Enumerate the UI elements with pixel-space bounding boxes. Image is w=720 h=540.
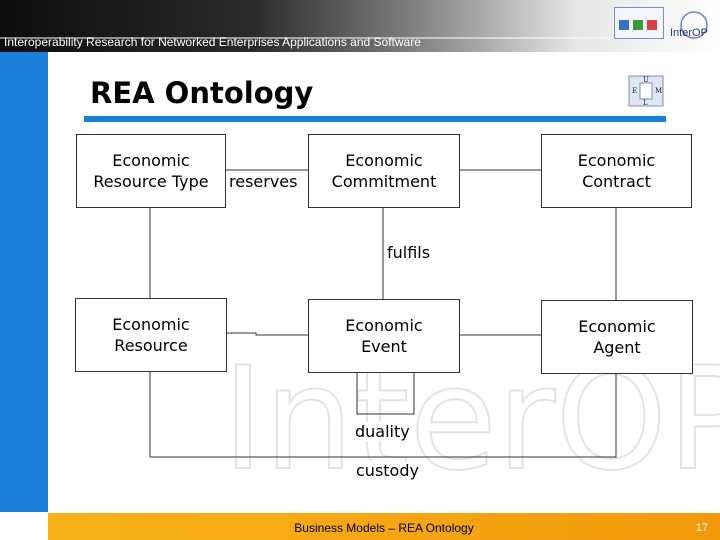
uml-letter-bottom: L [643, 99, 648, 107]
edge-resource-event-line [226, 332, 308, 336]
page-number: 17 [695, 522, 708, 534]
edge-label-duality: duality [354, 422, 411, 441]
footer-title: Business Models – REA Ontology [294, 521, 474, 535]
edge-duality-line [356, 371, 415, 415]
node-economic-agent: Economic Agent [541, 300, 693, 374]
uml-letter-left: E [632, 87, 637, 95]
node-economic-resource: Economic Resource [75, 298, 227, 372]
edge-custody-line [149, 371, 617, 458]
interop-logo-icon: InterOP [670, 11, 708, 39]
logo-square-blue-icon [619, 20, 629, 30]
slide-title: REA Ontology [90, 76, 314, 110]
header-banner: Interoperability Research for Networked … [0, 0, 720, 52]
edge-label-custody: custody [355, 461, 420, 480]
footer-bar: Business Models – REA Ontology 17 [48, 513, 720, 540]
logo-square-green-icon [633, 20, 643, 30]
edge-label-fulfils: fulfils [386, 243, 432, 262]
uml-letter-top: U [643, 76, 649, 84]
left-accent-bar [0, 52, 48, 512]
header-divider [0, 37, 720, 39]
node-economic-contract: Economic Contract [541, 134, 692, 208]
title-underline [84, 116, 666, 122]
node-economic-commitment: Economic Commitment [308, 134, 460, 208]
interop-logo-text: InterOP [670, 27, 708, 39]
uml-letter-right: M [655, 87, 662, 95]
header-tagline: Interoperability Research for Networked … [4, 35, 421, 49]
edge-label-reserves: reserves [228, 172, 299, 191]
logo-square-red-icon [647, 20, 657, 30]
node-economic-event: Economic Event [308, 299, 460, 373]
uml-model-icon: U E M L [628, 75, 664, 107]
node-economic-resource-type: Economic Resource Type [76, 134, 226, 208]
partner-logo-icon [614, 7, 664, 39]
